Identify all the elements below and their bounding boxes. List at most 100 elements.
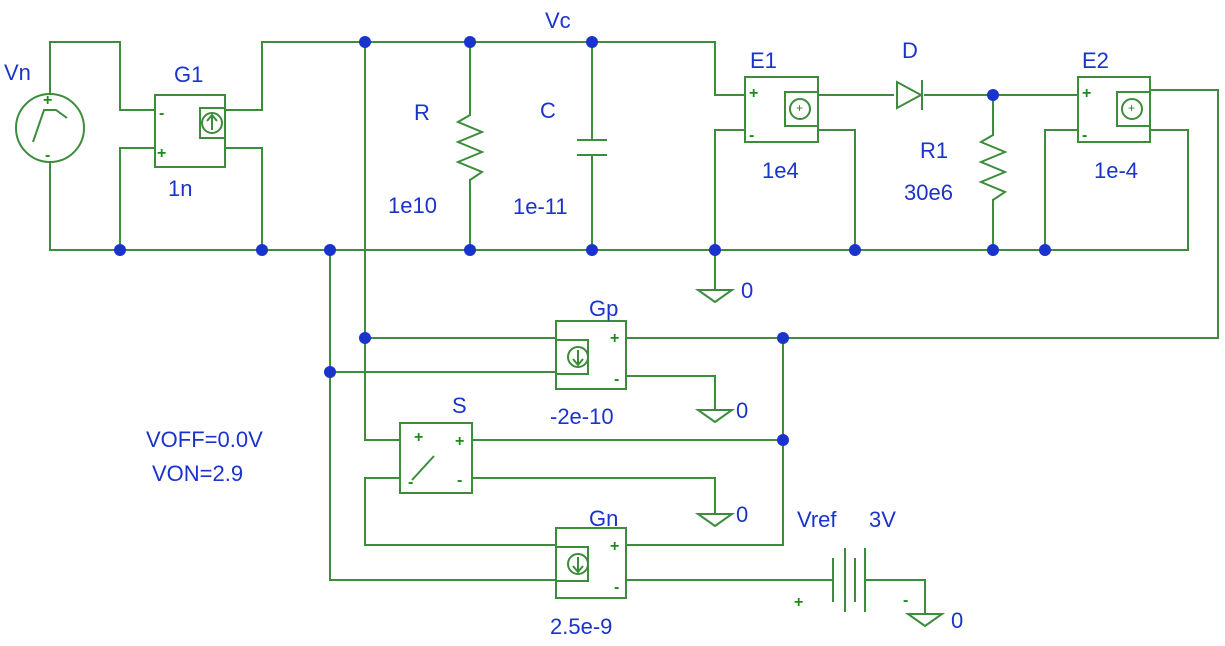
c-value: 1e-11 <box>513 194 568 219</box>
gn-minus-symbol: - <box>614 579 619 596</box>
e2-source-plus: + <box>1128 101 1135 115</box>
d-name: D <box>902 38 918 63</box>
e1-name: E1 <box>750 48 777 73</box>
junction-node <box>1039 244 1051 256</box>
r1-name: R1 <box>920 138 948 163</box>
ground-label-1: 0 <box>741 278 753 303</box>
wire-e1-minus <box>714 129 746 251</box>
vref-name: Vref <box>797 507 837 532</box>
wire-g1-plus <box>119 147 156 251</box>
vref-plus-symbol: + <box>794 594 803 611</box>
wire-e2-out-to-gp <box>625 89 1219 339</box>
diode-d[interactable] <box>896 80 924 110</box>
wire-s-ctrl-minus <box>364 477 557 546</box>
junction-node <box>359 36 371 48</box>
g1-minus-symbol: - <box>159 105 164 122</box>
vref-minus-symbol: - <box>903 592 908 609</box>
junction-node <box>464 244 476 256</box>
e2-minus-symbol: - <box>1082 127 1087 144</box>
source-vn[interactable]: + - <box>15 92 85 164</box>
wire-e2-minus <box>1044 129 1079 251</box>
vccs-g1[interactable]: - + <box>154 94 226 168</box>
wires <box>49 41 1219 613</box>
junction-node <box>586 36 598 48</box>
wire-gp-minus-ground <box>625 375 716 409</box>
s-plus-symbol: + <box>455 433 464 450</box>
vccs-gn[interactable]: + - <box>555 527 627 599</box>
e2-value: 1e-4 <box>1094 158 1138 183</box>
gp-plus-symbol: + <box>610 330 619 347</box>
vn-name: Vn <box>4 60 31 85</box>
wire-e1-out-bottom <box>817 129 856 251</box>
junction-nodes <box>114 36 1051 446</box>
gp-name: Gp <box>589 296 618 321</box>
ground-label-3: 0 <box>736 502 748 527</box>
ground-label-4: 0 <box>951 608 963 633</box>
wire-vc-bus <box>364 41 401 441</box>
junction-node <box>709 244 721 256</box>
vn-plus-symbol: + <box>43 92 52 109</box>
g1-name: G1 <box>174 62 203 87</box>
r1-value: 30e6 <box>904 180 953 205</box>
junction-node <box>586 244 598 256</box>
ground-symbol-4 <box>904 613 946 628</box>
capacitor-c[interactable] <box>577 139 607 156</box>
junction-node <box>849 244 861 256</box>
e1-minus-symbol: - <box>749 127 754 144</box>
gp-minus-symbol: - <box>614 371 619 388</box>
wire-e2-out-bottom <box>1149 129 1189 251</box>
e1-value: 1e4 <box>762 158 799 183</box>
labels: Vc Vn G1 1n R 1e10 C 1e-11 E1 1e4 D R1 3… <box>4 8 1138 639</box>
e1-source-plus: + <box>796 101 803 115</box>
junction-node <box>114 244 126 256</box>
e1-plus-symbol: + <box>749 85 758 102</box>
junction-node <box>359 332 371 344</box>
resistor-r[interactable] <box>455 114 485 181</box>
s-ctrl-plus-symbol: + <box>414 429 423 446</box>
ground-symbol-3 <box>694 513 736 528</box>
g1-value: 1n <box>168 176 192 201</box>
vn-minus-symbol: - <box>45 147 50 164</box>
e2-plus-symbol: + <box>1082 85 1091 102</box>
wire-bus-2 <box>329 249 557 581</box>
s-name: S <box>452 393 467 418</box>
s-param-voff: VOFF=0.0V <box>146 427 263 452</box>
ground-symbol-1 <box>694 260 736 304</box>
junction-node <box>324 244 336 256</box>
net-label-vc: Vc <box>545 8 571 33</box>
junction-node <box>987 89 999 101</box>
wire-vref-ground <box>864 579 926 613</box>
r-value: 1e10 <box>388 193 437 218</box>
g1-plus-symbol: + <box>157 145 166 162</box>
wire-vn-g1 <box>49 41 156 111</box>
wire-right-bus <box>625 337 784 546</box>
r-name: R <box>414 100 430 125</box>
vcvs-e1[interactable]: + + - <box>744 76 819 144</box>
junction-node <box>987 244 999 256</box>
c-name: C <box>540 98 556 123</box>
wire-top-rail <box>261 41 746 111</box>
junction-node <box>777 434 789 446</box>
gn-value: 2.5e-9 <box>550 614 612 639</box>
s-ctrl-minus-symbol: - <box>408 474 413 491</box>
gn-name: Gn <box>589 506 618 531</box>
junction-node <box>464 36 476 48</box>
battery-vref[interactable]: + - <box>794 548 908 612</box>
vccs-gp[interactable]: + - <box>555 320 627 390</box>
s-param-von: VON=2.9 <box>152 461 243 486</box>
ground-label-2: 0 <box>736 398 748 423</box>
s-minus-symbol: - <box>457 472 462 489</box>
junction-node <box>324 366 336 378</box>
e2-name: E2 <box>1082 48 1109 73</box>
vcvs-e2[interactable]: + + - <box>1077 76 1151 144</box>
gp-value: -2e-10 <box>550 404 614 429</box>
wire-s-minus-ground <box>471 477 716 513</box>
junction-node <box>777 332 789 344</box>
junction-node <box>256 244 268 256</box>
wire-g1-right-bottom <box>224 147 263 251</box>
resistor-r1[interactable] <box>978 134 1008 201</box>
switch-s[interactable]: + + - - <box>399 422 473 494</box>
ground-symbol-2 <box>694 409 736 424</box>
gn-plus-symbol: + <box>610 538 619 555</box>
